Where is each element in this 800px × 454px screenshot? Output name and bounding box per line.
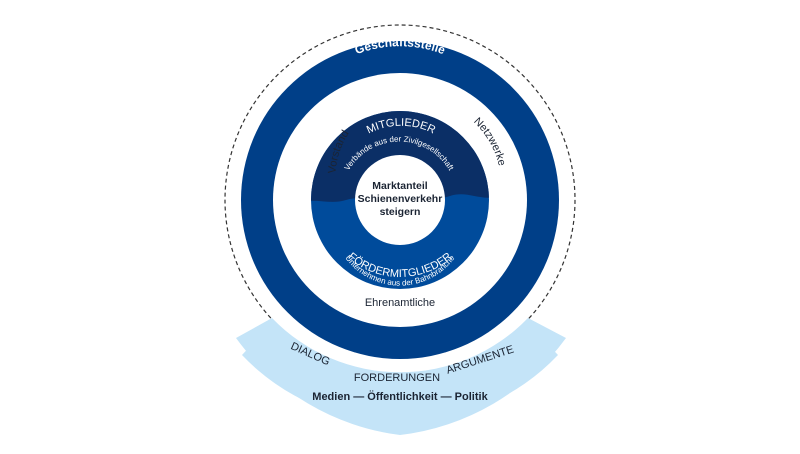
volunteers-label: Ehrenamtliche (365, 297, 435, 309)
center-line-3: steigern (380, 206, 421, 218)
demands-label: FORDERUNGEN (354, 372, 440, 384)
center-line-2: Schienenverkehr (358, 193, 443, 205)
audience-label: Medien — Öffentlichkeit — Politik (312, 390, 488, 403)
public-band-fill (236, 318, 566, 435)
center-circle (355, 155, 445, 245)
center-line-1: Marktanteil (372, 180, 428, 192)
